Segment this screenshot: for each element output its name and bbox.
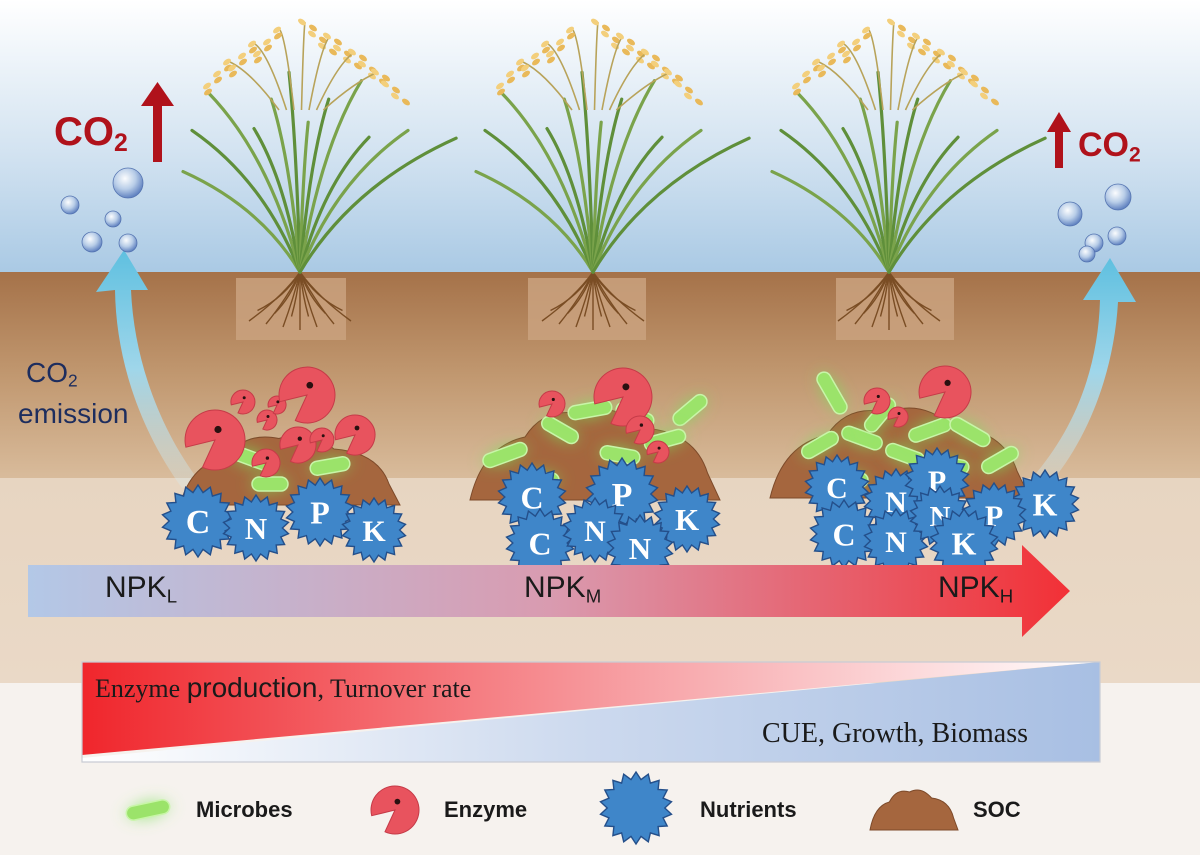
microbe-icon bbox=[973, 438, 1027, 482]
nutrient-letter: C bbox=[520, 480, 543, 516]
co2-increase-arrow-left bbox=[141, 82, 174, 162]
co2-bubble bbox=[1104, 183, 1132, 211]
enzyme-icon bbox=[918, 365, 972, 419]
enzyme-icon bbox=[538, 390, 566, 418]
nutrient-letter: P bbox=[612, 477, 633, 514]
microbe-icon bbox=[793, 423, 847, 467]
nutrient-letter: K bbox=[952, 526, 977, 562]
microbe-icon bbox=[533, 408, 587, 452]
enzyme-wedge bbox=[82, 662, 1100, 755]
co2-bubble bbox=[112, 167, 144, 199]
co2-bubble bbox=[81, 231, 103, 253]
nutrient-letter: N bbox=[245, 511, 267, 546]
nutrient-letter: C bbox=[186, 504, 211, 541]
enzyme-icon bbox=[230, 389, 256, 415]
nutrient-letter: C bbox=[832, 517, 855, 553]
enzyme-icon bbox=[278, 366, 336, 424]
legend-label-microbes: Microbes bbox=[196, 797, 293, 822]
soc-icon bbox=[869, 789, 959, 831]
nutrient-icon: K bbox=[1010, 468, 1080, 540]
enzyme-icon bbox=[309, 427, 335, 453]
nutrient-letter: K bbox=[675, 502, 699, 537]
legend-label-soc: SOC bbox=[973, 797, 1021, 822]
co2-label-left: CO2 bbox=[54, 110, 128, 158]
nutrient-icon: P bbox=[285, 476, 355, 548]
enzyme-icon bbox=[370, 785, 420, 835]
legend-label-nutrients: Nutrients bbox=[700, 797, 797, 822]
co2-increase-arrow-right bbox=[1047, 112, 1071, 168]
enzyme-icon bbox=[625, 415, 655, 445]
nutrient-letter: N bbox=[885, 526, 907, 559]
enzyme-icon bbox=[334, 414, 376, 456]
co2-emission-arrow-left bbox=[96, 250, 200, 488]
nutrient-icon: K bbox=[653, 484, 721, 554]
nutrient-icon: C bbox=[809, 498, 879, 570]
nutrient-icon: K bbox=[341, 496, 407, 564]
legend-label-enzyme: Enzyme bbox=[444, 797, 528, 822]
enzyme-icon bbox=[887, 406, 909, 428]
nutrient-letter: N bbox=[629, 531, 651, 566]
npk-high-label: NPKH bbox=[938, 571, 1014, 607]
nutrient-letter: N bbox=[584, 515, 606, 548]
root-zone bbox=[236, 278, 346, 340]
enzyme-icon bbox=[863, 387, 891, 415]
rice-plant bbox=[181, 18, 458, 330]
npk-gradient-arrow bbox=[28, 545, 1070, 637]
co2-emission-arrow-right bbox=[1032, 258, 1136, 486]
cue-wedge bbox=[82, 662, 1100, 762]
microbe-icon bbox=[809, 364, 855, 422]
co2-bubble bbox=[1057, 201, 1083, 227]
nutrient-letter: P bbox=[985, 500, 1003, 533]
microbe-icon bbox=[302, 448, 358, 484]
nutrient-letter: C bbox=[528, 526, 551, 562]
co2-bubble bbox=[104, 210, 122, 228]
cue-growth-biomass-label: CUE, Growth, Biomass bbox=[762, 718, 1028, 749]
roots bbox=[248, 271, 352, 330]
enzyme-icon bbox=[184, 409, 246, 471]
microbe-icon bbox=[118, 791, 178, 829]
enzyme-icon bbox=[646, 440, 670, 464]
microbe-icon bbox=[244, 469, 296, 499]
co2-bubble bbox=[60, 195, 80, 215]
wedge-border bbox=[81, 661, 1101, 763]
nutrient-letter: P bbox=[310, 495, 330, 531]
co2-bubble bbox=[118, 233, 138, 253]
nutrient-icon: C bbox=[804, 453, 870, 521]
enzyme-icon bbox=[251, 448, 281, 478]
nutrient-icon: C bbox=[161, 483, 235, 559]
roots bbox=[837, 271, 941, 330]
nutrient-letter: K bbox=[362, 515, 386, 548]
npk-low-label: NPKL bbox=[105, 571, 178, 607]
nutrient-letter: N bbox=[885, 486, 907, 519]
co2-bubble bbox=[1078, 245, 1096, 263]
co2-emission-label: CO2 emission bbox=[18, 357, 129, 430]
nutrient-icon bbox=[599, 770, 673, 846]
npk-medium-label: NPKM bbox=[524, 571, 602, 607]
nutrient-icon: K bbox=[929, 507, 999, 579]
rice-plant bbox=[770, 18, 1047, 330]
co2-bubble bbox=[1107, 226, 1127, 246]
nutrient-icon: N bbox=[606, 513, 674, 583]
nutrient-icon: N bbox=[222, 493, 290, 563]
nutrient-letter: K bbox=[1033, 487, 1058, 523]
co2-label-right: CO2 bbox=[1078, 126, 1141, 167]
nutrient-letter: C bbox=[826, 472, 848, 505]
enzyme-production-label: Enzyme production, Turnover rate bbox=[95, 672, 472, 703]
roots bbox=[541, 271, 645, 330]
microbe-icon bbox=[942, 409, 998, 455]
rice-plant bbox=[474, 18, 751, 330]
